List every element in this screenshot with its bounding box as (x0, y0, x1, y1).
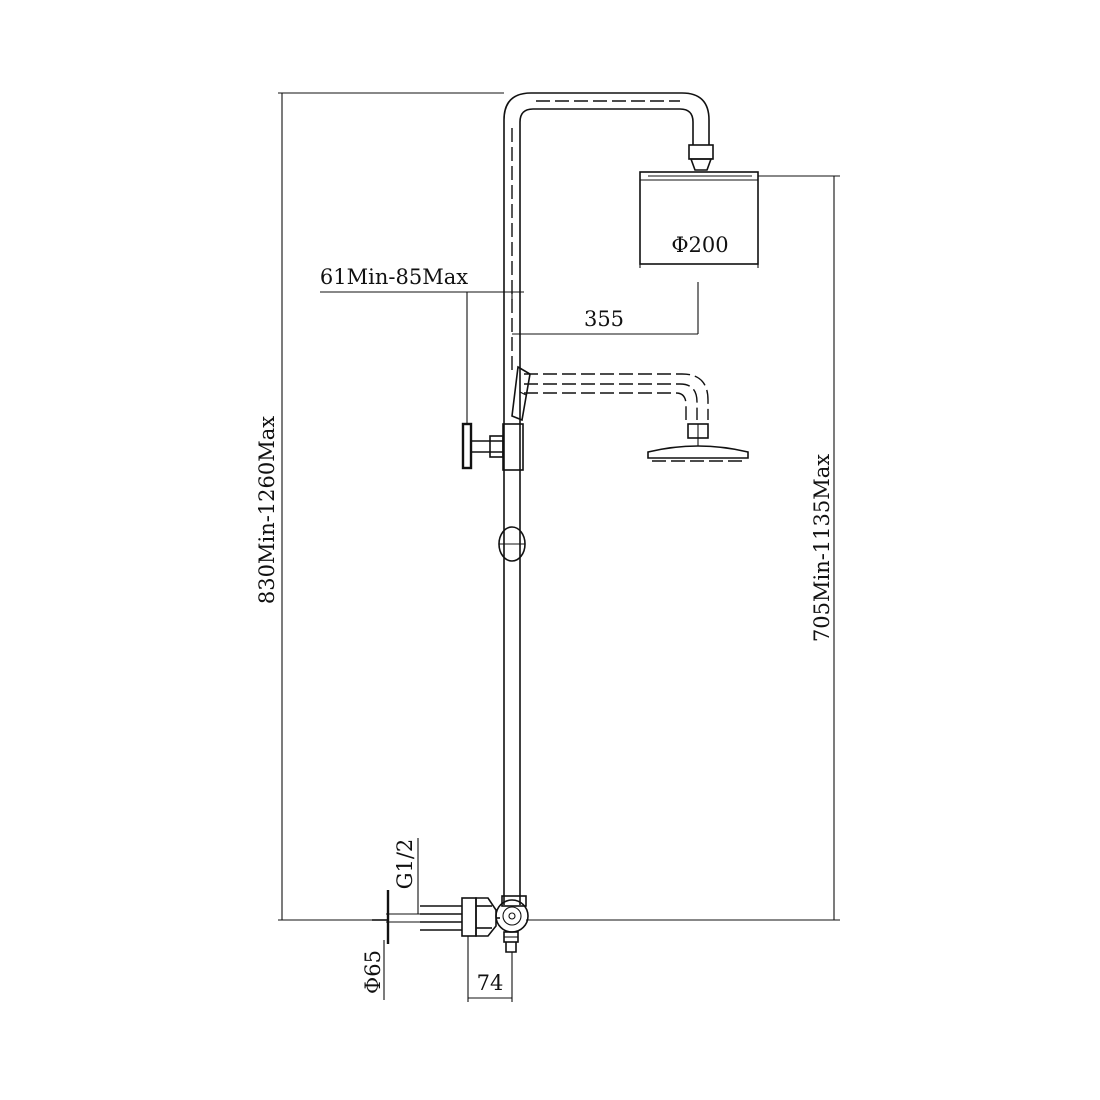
upper-shower-head (639, 171, 759, 265)
label-thread-size: G1/2 (393, 839, 417, 890)
dimension-bracket-depth (320, 291, 524, 424)
wall-bracket (461, 422, 524, 471)
dimension-shower-height (526, 175, 840, 921)
riser-pipe (503, 120, 521, 905)
wall-flange (372, 890, 390, 944)
label-bracket-depth: 61Min-85Max (320, 265, 468, 289)
dimension-head-diameter (639, 264, 759, 268)
dimension-thread-size (386, 838, 420, 923)
dimension-wall-offset (467, 936, 513, 1002)
lower-shower-arm (524, 373, 709, 446)
lower-shower-head (647, 445, 749, 462)
upper-shower-arm (503, 92, 714, 171)
bottom-connector (420, 895, 529, 953)
label-shower-height: 705Min-1135Max (810, 454, 834, 642)
dimension-arm-reach (512, 282, 699, 335)
hand-shower-slider (511, 365, 531, 422)
dimension-total-height (278, 92, 504, 921)
adjustment-knob (498, 526, 526, 562)
label-head-diameter: Φ200 (671, 233, 728, 257)
label-arm-reach: 355 (584, 307, 624, 331)
label-wall-offset: 74 (477, 971, 504, 995)
label-total-height: 830Min-1260Max (255, 416, 279, 604)
label-flange-diameter: Φ65 (361, 950, 385, 994)
